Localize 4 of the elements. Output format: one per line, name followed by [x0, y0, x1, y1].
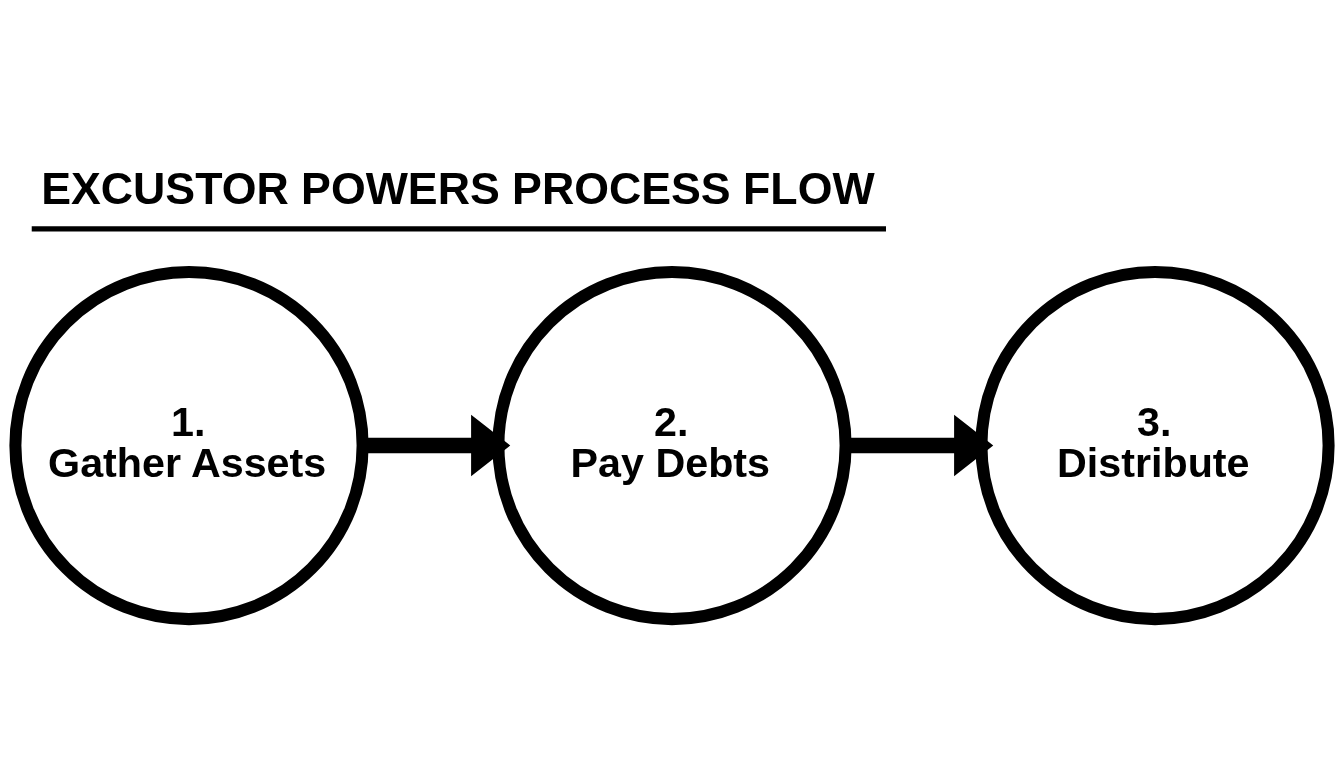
diagram-title: EXCUSTOR POWERS PROCESS FLOW	[41, 163, 875, 213]
node-circle: 3. Distribute	[975, 265, 1335, 625]
node-circle: 2. Pay Debts	[492, 265, 852, 625]
node-circle: 1. Gather Assets	[9, 265, 369, 625]
